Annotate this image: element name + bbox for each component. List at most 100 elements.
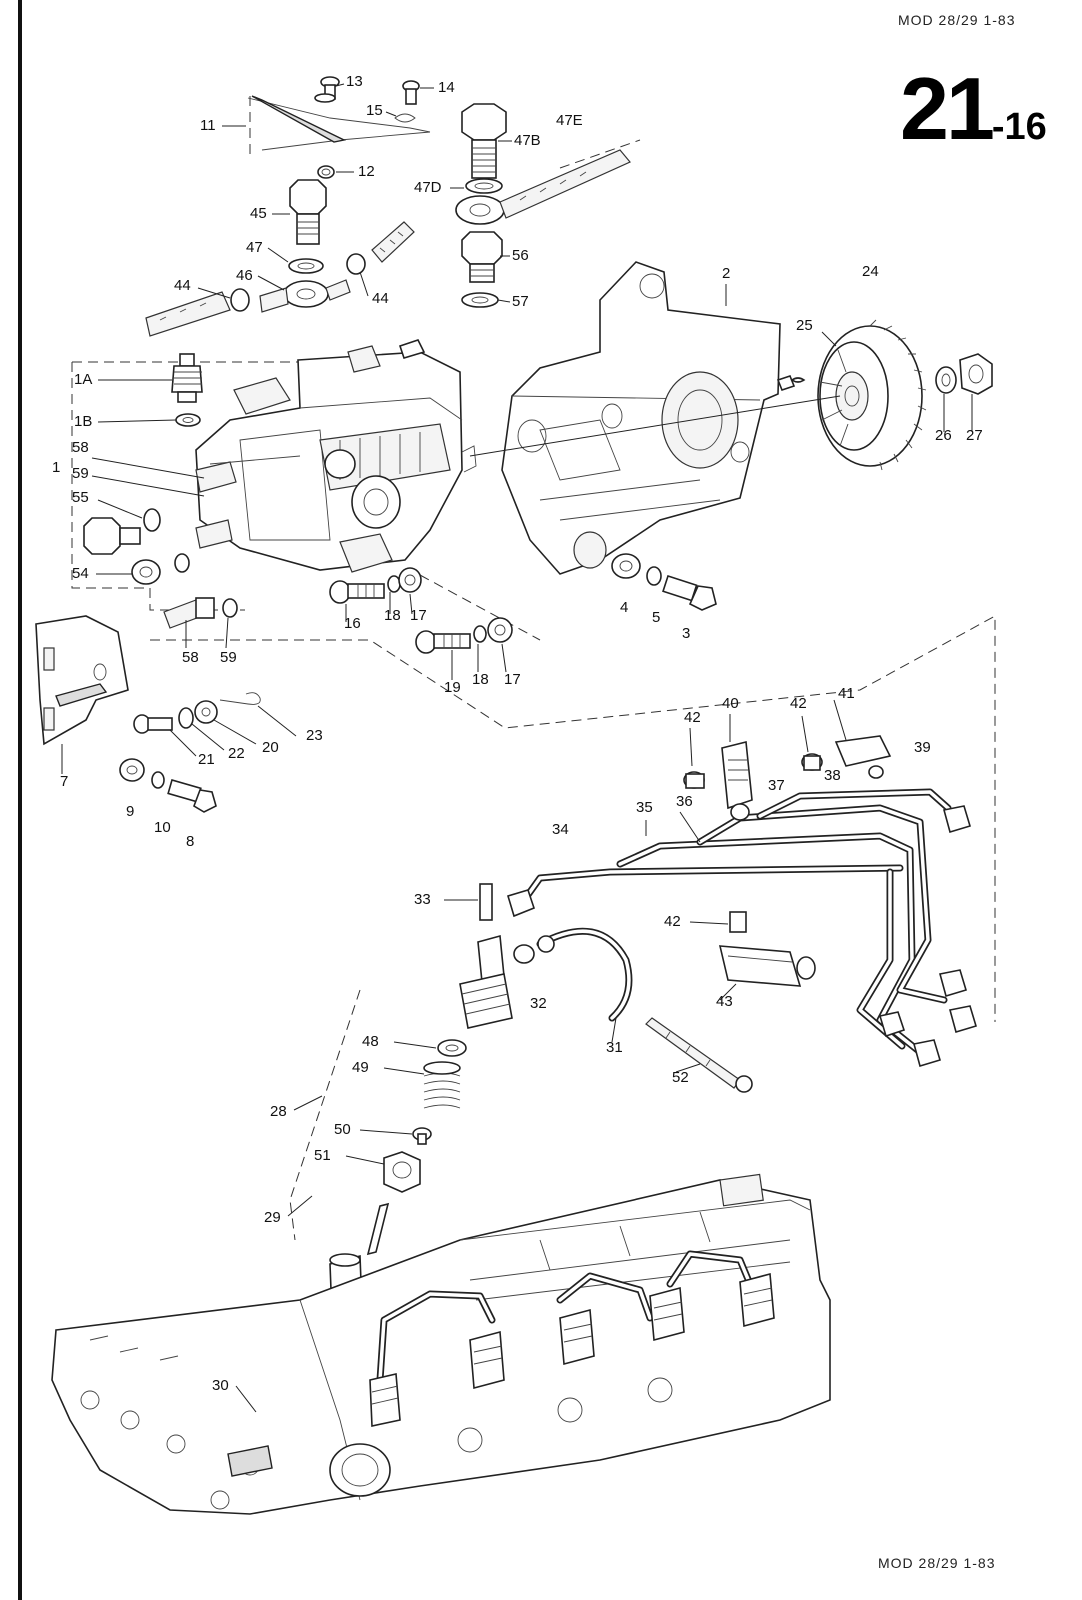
banjo-bolt-47B: [461, 103, 507, 179]
leader-line-36: [679, 811, 701, 843]
leader-line-22: [191, 723, 225, 751]
washer-26: [935, 366, 957, 394]
needle-29: [366, 1202, 390, 1256]
callout-38: 38: [824, 767, 841, 784]
callout-51: 51: [314, 1147, 331, 1164]
leader-line-25: [821, 331, 837, 347]
leader-line-30: [235, 1385, 257, 1413]
bolt-14: [402, 80, 420, 105]
leader-line-49: [383, 1067, 425, 1075]
callout-8: 8: [186, 833, 194, 850]
callout-42b: 42: [790, 695, 807, 712]
banjo-fitting-47E: [455, 139, 641, 225]
bolt-19: [415, 617, 513, 654]
callout-55: 55: [72, 489, 89, 506]
callout-59: 59: [72, 465, 89, 482]
grommet-42b: [801, 753, 823, 771]
seal-57: [461, 292, 499, 308]
injection-pump: [195, 339, 477, 573]
washer-1B: [175, 413, 201, 427]
callout-10: 10: [154, 819, 171, 836]
callout-47D: 47D: [414, 179, 442, 196]
leader-line-50: [359, 1129, 413, 1135]
bolt-55: [83, 508, 161, 555]
shim-50: [412, 1127, 432, 1145]
seal-47D: [465, 178, 503, 194]
return-hose-31: [513, 927, 633, 1022]
callout-54: 54: [72, 565, 89, 582]
plate-number: 21-16: [900, 58, 1047, 160]
callout-5: 5: [652, 609, 660, 626]
callout-1A: 1A: [74, 371, 92, 388]
callout-33: 33: [414, 891, 431, 908]
callout-35: 35: [636, 799, 653, 816]
group-boundaries: [71, 96, 996, 1241]
callout-37: 37: [768, 777, 785, 794]
injector-28: [459, 934, 513, 1029]
callout-47B: 47B: [514, 132, 541, 149]
leader-line-42b: [801, 715, 809, 753]
grommet-42c: [729, 911, 747, 933]
callout-47: 47: [246, 239, 263, 256]
callout-20: 20: [262, 739, 279, 756]
callout-47E: 47E: [556, 112, 583, 129]
washer-54: [131, 553, 190, 585]
leader-line-44b: [359, 271, 369, 297]
valve-1A: [171, 353, 203, 403]
banjo-46: [259, 279, 351, 313]
leader-line-13: [335, 83, 345, 87]
callout-42: 42: [684, 709, 701, 726]
clamp-40: [721, 741, 753, 821]
washer-9: [119, 758, 145, 782]
callout-1: 1: [52, 459, 60, 476]
sensor-58: [163, 597, 215, 629]
bolt-16: [329, 567, 422, 604]
leader-line-42: [689, 727, 693, 767]
callout-9: 9: [126, 803, 134, 820]
callout-57: 57: [512, 293, 529, 310]
callout-58b: 58: [182, 649, 199, 666]
leader-line-52: [675, 1063, 701, 1073]
callout-21: 21: [198, 751, 215, 768]
binding-edge: [18, 0, 22, 1600]
callout-16: 16: [344, 615, 361, 632]
clip-23: [219, 692, 261, 705]
leader-line-41: [833, 699, 847, 741]
grommet-42: [683, 771, 705, 789]
callout-17: 17: [410, 607, 427, 624]
callout-29: 29: [264, 1209, 281, 1226]
callout-45: 45: [250, 205, 267, 222]
callout-28: 28: [270, 1103, 287, 1120]
bolt-8: [167, 779, 217, 813]
callout-30: 30: [212, 1377, 229, 1394]
callout-40: 40: [722, 695, 739, 712]
leader-line-43: [719, 983, 737, 1001]
leader-line-28: [293, 1095, 323, 1111]
callout-46: 46: [236, 267, 253, 284]
callout-41: 41: [838, 685, 855, 702]
washer-10: [151, 771, 165, 789]
union-56: [461, 231, 503, 283]
leader-line-17: [409, 593, 413, 615]
callout-3: 3: [682, 625, 690, 642]
callout-11: 11: [200, 117, 216, 134]
leader-line-23: [257, 705, 297, 737]
hose-44-right: [346, 221, 415, 275]
pump-bracket-2: [501, 261, 796, 575]
leader-line-31: [611, 1017, 617, 1043]
callout-34: 34: [552, 821, 569, 838]
callout-42c: 42: [664, 913, 681, 930]
callout-12: 12: [358, 163, 375, 180]
spring-49: [423, 1061, 461, 1109]
bracket-11: [247, 95, 431, 151]
callout-31: 31: [606, 1039, 623, 1056]
seal-59: [222, 598, 238, 618]
callout-56: 56: [512, 247, 529, 264]
callout-27: 27: [966, 427, 983, 444]
model-code-top: MOD 28/29 1-83: [898, 12, 1016, 28]
plate-group: 21: [900, 59, 995, 158]
washer-4: [611, 553, 641, 579]
hose-44-left: [145, 288, 250, 337]
